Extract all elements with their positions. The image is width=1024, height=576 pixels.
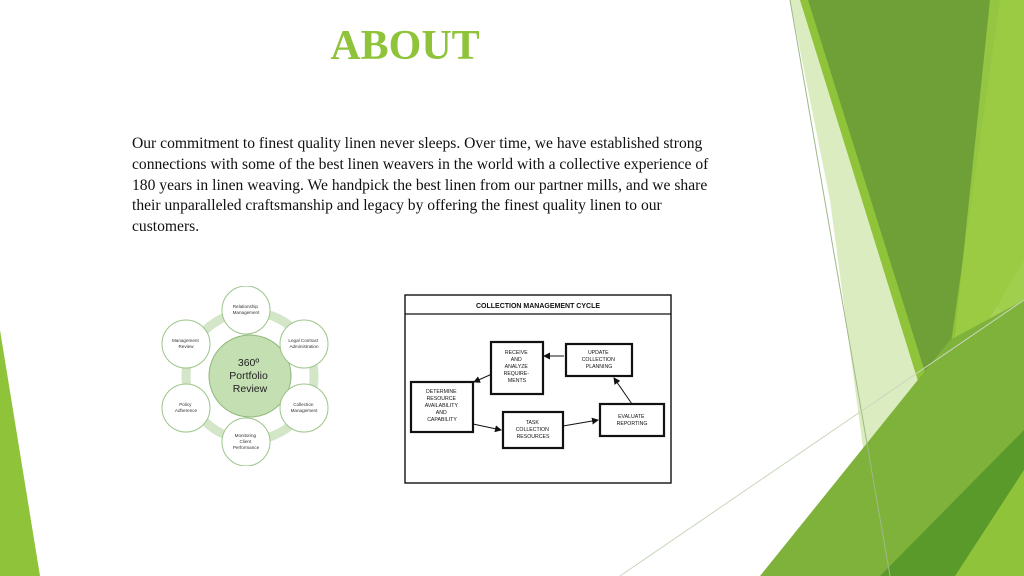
box-label: RECEIVE AND ANALYZE REQUIRE- MENTS [504,350,531,384]
node-label: Monitoring Client Performance [233,433,260,450]
center-line-3: Review [233,383,268,395]
box-line: RECEIVE [505,350,528,356]
node-line: Collection [293,402,314,407]
box-determine-resource: DETERMINE RESOURCE AVAILABILITY AND CAPA… [409,380,475,434]
node-circle [161,383,211,433]
box-task-collection-resources: TASK COLLECTION RESOURCES [501,410,565,450]
box-line: DETERMINE [426,389,457,395]
node-label: Collection Management [291,402,319,413]
about-paragraph: Our commitment to finest quality linen n… [132,135,709,236]
node-label: Policy Adherence [175,402,198,413]
node-line: Management [172,338,200,343]
box-line: ANALYZE [505,364,529,370]
portfolio-review-diagram: 360º Portfolio Review Relationship Manag… [161,286,329,466]
node-line: Relationship [233,304,259,309]
node-management-review: Management Review [161,319,211,369]
node-line: Administration [289,344,319,349]
box-line: AND [511,357,522,363]
box-line: AND [436,410,447,416]
box-label: UPDATE COLLECTION PLANNING [582,350,617,370]
box-line: REPORTING [617,421,648,427]
node-line: Client [239,439,251,444]
portfolio-center-label: 360º Portfolio Review [229,357,270,395]
node-line: Performance [233,445,260,450]
box-line: AVAILABILITY [425,403,459,409]
node-circle [161,319,211,369]
box-label: DETERMINE RESOURCE AVAILABILITY AND CAPA… [425,389,460,423]
box-evaluate-reporting: EVALUATE REPORTING [598,402,666,438]
center-line-1: 360º [238,357,260,369]
node-line: Review [178,344,194,349]
box-line: COLLECTION [582,357,615,363]
slide-title: ABOUT [330,23,480,69]
thin-line-2 [619,299,1024,576]
box-line: REQUIRE- [504,371,530,377]
arrow-receive-to-determine [473,373,493,383]
right-dark-panel [808,0,1000,420]
node-legal-contract-administration: Legal Contract Administration [279,319,329,369]
node-circle [221,417,271,466]
node-label: Management Review [172,338,200,349]
box-line: UPDATE [588,350,609,356]
arrow-evaluate-to-update [613,377,633,405]
node-line: Adherence [175,408,198,413]
node-monitoring-client-performance: Monitoring Client Performance [221,417,271,466]
box-rect [409,380,475,434]
box-line: CAPABILITY [427,417,457,423]
center-line-2: Portfolio [229,370,268,382]
node-label: Legal Contract Administration [288,338,319,349]
node-collection-management: Collection Management [279,383,329,433]
box-receive-analyze: RECEIVE AND ANALYZE REQUIRE- MENTS [489,340,545,396]
box-rect [489,340,545,396]
collection-management-cycle-diagram: COLLECTION MANAGEMENT CYCLE RECEIVE AND … [404,294,672,484]
box-line: COLLECTION [516,427,549,433]
bottom-right-highlight [955,470,1024,576]
portfolio-center-circle [208,334,292,418]
node-line: Policy [179,402,192,407]
box-rect [598,402,666,438]
box-label: TASK COLLECTION RESOURCES [516,420,551,440]
node-line: Legal Contract [288,338,319,343]
box-update-collection-planning: UPDATE COLLECTION PLANNING [564,342,634,378]
node-line: Management [291,408,319,413]
node-circle [279,319,329,369]
box-line: MENTS [508,378,527,384]
box-line: RESOURCES [517,434,550,440]
left-green-stripe [0,330,40,576]
node-line: Monitoring [235,433,257,438]
box-label: EVALUATE REPORTING [617,414,648,427]
node-label: Relationship Management [233,304,261,315]
node-circle [279,383,329,433]
box-line: RESOURCE [427,396,457,402]
box-rect [564,342,634,378]
box-rect [501,410,565,450]
thin-line-1 [789,0,891,576]
box-line: PLANNING [586,364,613,370]
box-line: EVALUATE [618,414,645,420]
arrow-task-to-evaluate [562,417,599,427]
cycle-title: COLLECTION MANAGEMENT CYCLE [476,303,600,310]
node-policy-adherence: Policy Adherence [161,383,211,433]
box-line: TASK [526,420,540,426]
node-relationship-management: Relationship Management [221,286,271,335]
arrow-determine-to-task [472,423,502,433]
node-line: Management [233,310,261,315]
node-circle [221,286,271,335]
